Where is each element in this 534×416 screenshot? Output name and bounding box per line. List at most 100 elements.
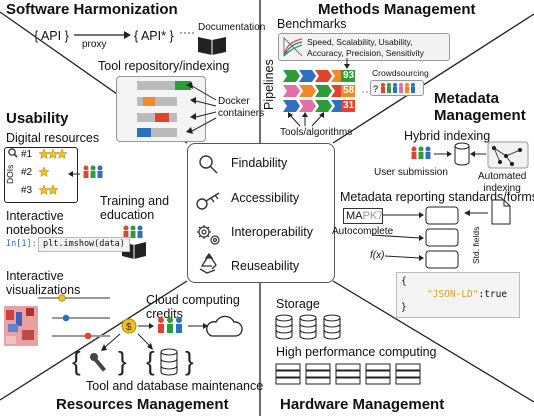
cloud-icon [206,315,243,337]
cloud-credits-label: Cloud computing credits [146,293,240,322]
crowdsourcing-box: ? [370,80,424,96]
server-icon [335,363,361,385]
hybrid-indexing-label: Hybrid indexing [404,129,491,143]
server-icon [365,363,391,385]
server-icon [305,363,331,385]
autocomplete-suggestion: PK7 [362,210,384,222]
json-close-brace: } [401,302,407,313]
network-graph-icon [491,145,523,167]
interactive-notebooks-label: Interactive notebooks [6,209,64,238]
score-2: 58 [343,85,355,96]
benchmark-box: Speed, Scalability, Usability, Accuracy,… [278,33,450,61]
star-icon [38,166,50,177]
digital-resources-box [4,147,78,203]
json-ld-key: "JSON-LD" [427,289,479,300]
benchmark-metrics-line2: Accuracy, Precision, Sensitivity [307,48,424,58]
score-1: 93 [343,70,355,81]
interoperability-label: Interoperability [231,225,313,239]
code-prompt: In[1]: [6,239,37,249]
coin-icon: $ [121,318,137,334]
software-harmonization-title: Software Harmonization [6,1,178,18]
tools-algorithms-label: Tools/algorithms [280,127,353,138]
api-star-label: { API* } [134,29,174,43]
storage-label: Storage [276,297,320,311]
people-icon [411,146,431,159]
crowdsourcing-label: Crowdsourcing [372,68,429,78]
documentation-label: Documentation [198,22,266,33]
tool-repository-label: Tool repository/indexing [98,59,230,73]
people-icon [158,317,182,333]
roc-curve-icon [283,37,303,57]
json-ld-value: :true [478,289,508,300]
fx-label: f(x) [370,250,385,261]
svg-text:$: $ [126,322,132,333]
autocomplete-typed-text: MA [346,210,363,222]
user-submission-label: User submission [374,167,448,178]
reuseability-label: Reuseability [231,259,300,273]
fair-principles-box: Findability Accessibility Interoperabili… [187,143,335,283]
digital-resources-label: Digital resources [6,131,100,145]
automated-indexing-label: Automated indexing [478,171,527,194]
database-icon [454,142,470,166]
database-icon [299,314,317,340]
findability-label: Findability [231,156,288,170]
database-icon [160,348,178,376]
hardware-management-title: Hardware Management [280,396,445,413]
accessibility-label: Accessibility [231,191,300,205]
maintenance-label: Tool and database maintenance [86,379,264,393]
docker-containers-label: Docker containers [218,96,265,119]
resources-management-title: Resources Management [56,396,229,413]
benchmark-metrics-line1: Speed, Scalability, Usability, [307,37,413,47]
recycle-icon [199,252,217,274]
methods-management-title: Methods Management [318,1,476,18]
benchmarks-label: Benchmarks [277,17,347,31]
star-icon [47,184,59,195]
wrench-icon [90,353,107,372]
notebook-code-cell: plt.imshow(data) [38,237,130,252]
metadata-management-title: Metadata Management [434,90,526,124]
server-icon [275,363,301,385]
people-icon [83,165,103,178]
server-icon [395,363,421,385]
hpc-label: High performance computing [276,345,437,359]
rank-2: #2 [21,167,33,178]
svg-text:}: } [118,346,127,376]
star-icon [56,148,68,159]
rank-3: #3 [21,185,33,196]
svg-text:?: ? [373,84,378,94]
svg-text:{: { [146,346,155,376]
autocomplete-label: Autocomplete [332,226,394,237]
training-education-label: Training and education [100,194,170,223]
database-icon [323,314,341,340]
api-label: { API } [34,29,69,43]
svg-text:}: } [185,346,194,376]
crowd-people-icon: ? [373,83,415,94]
svg-text:{: { [72,346,81,376]
json-ld-box: { "JSON-LD":true } [396,272,520,318]
proxy-label: proxy [82,39,107,50]
autocomplete-field[interactable]: MAPK7 [343,208,383,224]
gears-icon [197,225,220,245]
rank-1: #1 [21,149,33,160]
interactive-visualizations-label: Interactive visualizations [6,269,81,298]
database-icon [275,314,293,340]
json-open-brace: { [401,276,407,287]
fair-icons [196,155,220,274]
magnifier-icon [199,155,218,174]
key-icon [196,192,220,210]
metadata-reporting-label: Metadata reporting standards/forms [340,190,534,204]
usability-title: Usability [6,110,69,127]
